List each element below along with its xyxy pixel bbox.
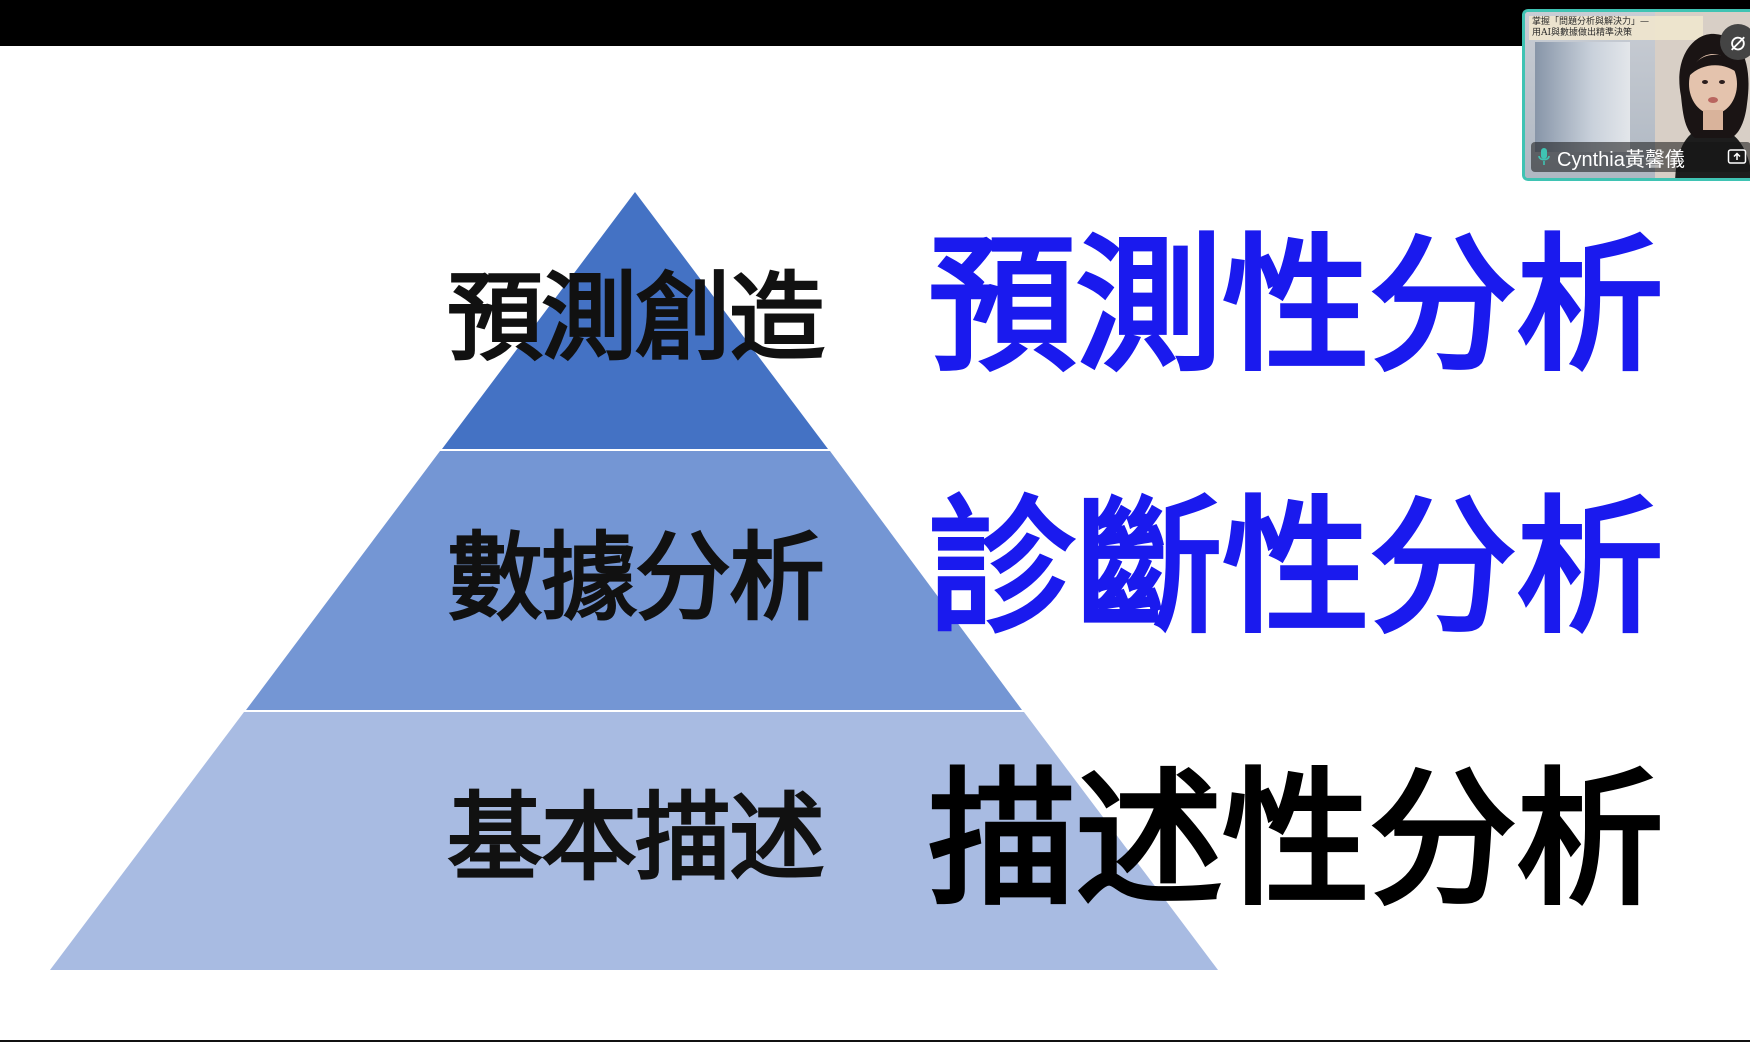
participant-video-tile[interactable]: 掌握「問題分析與解決力」— 用AI與數據做出精準決策 ⌀ Cynthia黃馨儀 (1522, 9, 1750, 181)
pyramid-tier-bottom (50, 712, 1218, 970)
pyramid-tier-top (442, 192, 828, 449)
more-options-icon[interactable]: ⌀ (1720, 24, 1750, 60)
analysis-label-predictive: 預測性分析 (928, 220, 1664, 392)
participant-name-bar: Cynthia黃馨儀 (1531, 142, 1750, 172)
tier-label-middle: 數據分析 (447, 522, 825, 634)
microphone-icon[interactable] (1537, 147, 1551, 167)
participant-name: Cynthia黃馨儀 (1557, 148, 1685, 171)
tier-label-top: 預測創造 (447, 262, 825, 374)
tier-label-bottom: 基本描述 (447, 782, 825, 894)
video-slide-title: 掌握「問題分析與解決力」— 用AI與數據做出精準決策 (1529, 16, 1703, 40)
top-bar (0, 0, 1750, 46)
video-slide-title-line1: 掌握「問題分析與解決力」— (1532, 17, 1650, 27)
video-slide-title-line2: 用AI與數據做出精準決策 (1532, 28, 1633, 38)
screen-share-icon[interactable] (1727, 148, 1747, 166)
analysis-label-descriptive: 描述性分析 (928, 754, 1664, 926)
shared-slide: 預測創造 數據分析 基本描述 預測性分析 診斷性分析 描述性分析 (0, 46, 1750, 1040)
video-window (1535, 42, 1630, 152)
pyramid-tier-middle (246, 451, 1022, 710)
bottom-border (0, 1040, 1750, 1042)
pyramid-diagram (50, 192, 1218, 970)
analysis-label-diagnostic: 診斷性分析 (928, 482, 1664, 654)
